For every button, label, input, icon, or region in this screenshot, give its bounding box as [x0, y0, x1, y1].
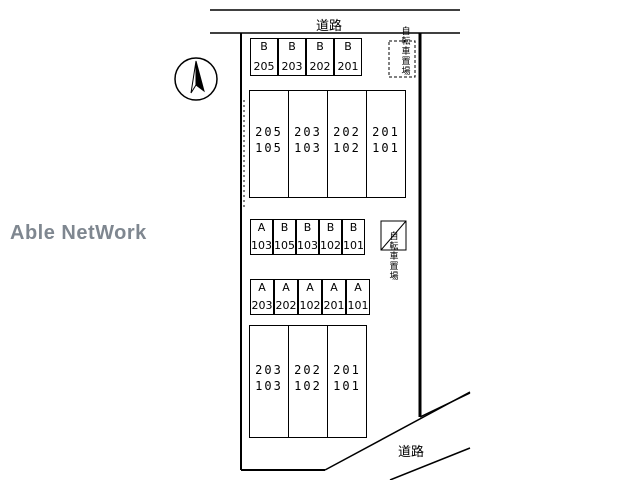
- parking-space-building: A: [282, 281, 290, 294]
- parking-space-middle-4: B 102: [319, 219, 342, 255]
- unit-upper-number: 201: [333, 363, 361, 377]
- parking-space-unit: 201: [323, 299, 345, 312]
- unit-lower-number: 102: [333, 141, 361, 155]
- parking-space-unit: 202: [275, 299, 297, 312]
- unit-upper-number: 202: [294, 363, 322, 377]
- parking-space-building: B: [260, 40, 268, 53]
- parking-space-building: B: [316, 40, 324, 53]
- unit-upper-number: 203: [255, 363, 283, 377]
- parking-space-building: A: [258, 281, 266, 294]
- parking-space-building: B: [326, 221, 335, 234]
- unit-lower-number: 103: [255, 379, 283, 393]
- parking-space-lower-4: A 201: [322, 279, 346, 315]
- bicycle-parking-top-label: 自転車置場: [401, 27, 411, 77]
- parking-space-building: B: [288, 40, 296, 53]
- parking-space-middle-5: B 101: [342, 219, 365, 255]
- unit-lower-number: 101: [372, 141, 400, 155]
- parking-space-middle-1: A 103: [250, 219, 273, 255]
- watermark: Able NetWork: [10, 222, 147, 244]
- parking-space-unit: 203: [281, 60, 303, 73]
- unit-lower-number: 103: [294, 141, 322, 155]
- unit-upper-number: 202: [333, 125, 361, 139]
- parking-space-unit: 103: [251, 239, 272, 252]
- road-label-top: 道路: [316, 19, 343, 34]
- parking-space-building: B: [280, 221, 289, 234]
- parking-space-unit: 203: [251, 299, 273, 312]
- parking-space-unit: 101: [343, 239, 364, 252]
- parking-space-lower-2: A 202: [274, 279, 298, 315]
- unit-upper-number: 203: [294, 125, 322, 139]
- unit-lower-number: 102: [294, 379, 322, 393]
- unit-lower-number: 101: [333, 379, 361, 393]
- parking-space-lower-5: A 101: [346, 279, 370, 315]
- parking-space-top-4: B 201: [334, 38, 362, 76]
- parking-space-unit: 103: [297, 239, 318, 252]
- unit-upper-number: 205: [255, 125, 283, 139]
- parking-space-top-2: B 203: [278, 38, 306, 76]
- bicycle-parking-middle-label: 自転車置場: [389, 232, 399, 282]
- road-label-bottom: 道路: [398, 445, 425, 460]
- unit-lower-number: 105: [255, 141, 283, 155]
- parking-space-building: B: [344, 40, 352, 53]
- north-arrow-icon: [174, 57, 218, 101]
- parking-space-unit: 201: [337, 60, 359, 73]
- parking-space-unit: 102: [320, 239, 341, 252]
- parking-space-building: B: [349, 221, 358, 234]
- parking-space-middle-2: B 105: [273, 219, 296, 255]
- parking-space-lower-1: A 203: [250, 279, 274, 315]
- parking-space-top-1: B 205: [250, 38, 278, 76]
- bicycle-parking-top-box: [388, 40, 416, 78]
- parking-space-unit: 202: [309, 60, 331, 73]
- parking-space-unit: 205: [253, 60, 275, 73]
- parking-space-building: A: [330, 281, 338, 294]
- parking-space-building: B: [303, 221, 312, 234]
- parking-space-building: A: [306, 281, 314, 294]
- parking-space-unit: 105: [274, 239, 295, 252]
- parking-space-lower-3: A 102: [298, 279, 322, 315]
- unit-upper-number: 201: [372, 125, 400, 139]
- parking-space-middle-3: B 103: [296, 219, 319, 255]
- bicycle-parking-middle-box: [380, 220, 407, 251]
- parking-space-unit: 101: [347, 299, 369, 312]
- parking-space-top-3: B 202: [306, 38, 334, 76]
- parking-space-building: A: [257, 221, 266, 234]
- parking-space-building: A: [354, 281, 362, 294]
- parking-space-unit: 102: [299, 299, 321, 312]
